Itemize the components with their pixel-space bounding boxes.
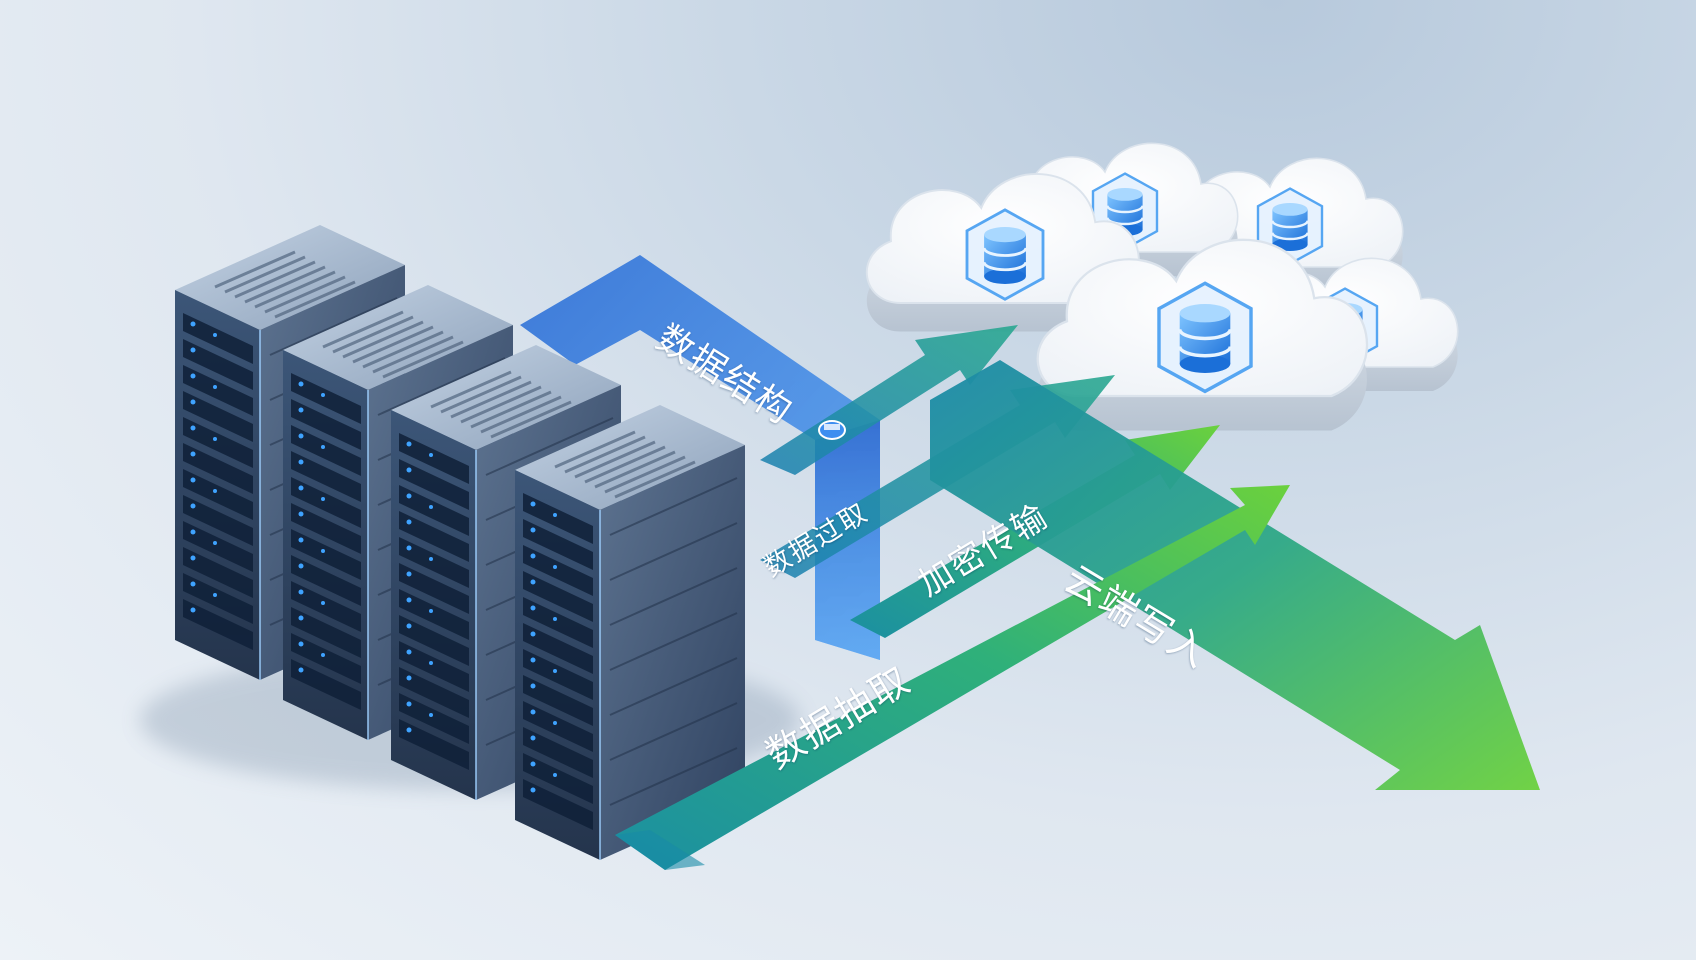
user-cap-icon	[818, 420, 846, 440]
flow-arrow-icon	[615, 485, 1290, 870]
flow-arrow-icon	[930, 360, 1540, 790]
